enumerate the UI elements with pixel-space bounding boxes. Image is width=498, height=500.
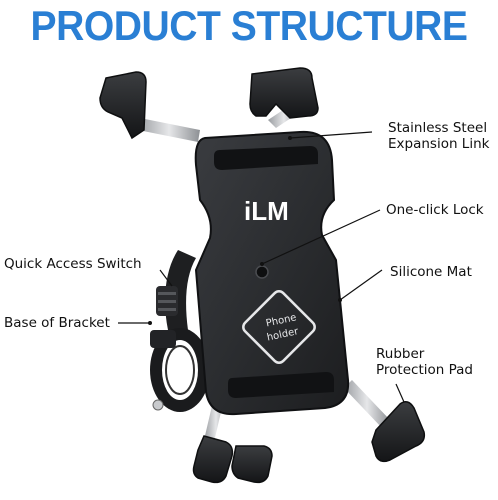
callout-line-silicone: [339, 269, 383, 301]
expansion-link-bottom-right: [344, 380, 390, 428]
claw-bottom-left: [192, 435, 273, 484]
bracket-arm: [156, 250, 196, 330]
claw-bottom-right: [371, 401, 426, 463]
holder-body: [194, 130, 350, 416]
silicone-mat-bottom: [228, 372, 334, 398]
label-rubber-protection-pad: Rubber Protection Pad: [376, 346, 473, 378]
brand-logo: iLM: [244, 196, 289, 226]
phone-holder-plate: [242, 290, 316, 364]
one-click-lock-button: [255, 265, 269, 279]
claw-top-left: [99, 71, 147, 140]
claw-top-right: [249, 67, 319, 119]
label-stainless-steel: Stainless Steel Expansion Link: [388, 120, 490, 152]
callout-line-stainless: [289, 131, 373, 139]
label-base-of-bracket: Base of Bracket: [4, 315, 110, 331]
callout-line-rubber: [395, 383, 405, 403]
silicone-mat-top: [214, 146, 318, 170]
page-title: PRODUCT STRUCTURE: [30, 2, 468, 49]
expansion-link-top-left: [138, 118, 200, 142]
bracket-base: [150, 328, 210, 412]
label-one-click-lock: One-click Lock: [386, 202, 484, 218]
label-silicone-mat: Silicone Mat: [390, 264, 472, 280]
label-quick-access-switch: Quick Access Switch: [4, 256, 142, 272]
callout-line-lock: [261, 209, 381, 265]
callout-line-quick-access: [159, 269, 173, 287]
